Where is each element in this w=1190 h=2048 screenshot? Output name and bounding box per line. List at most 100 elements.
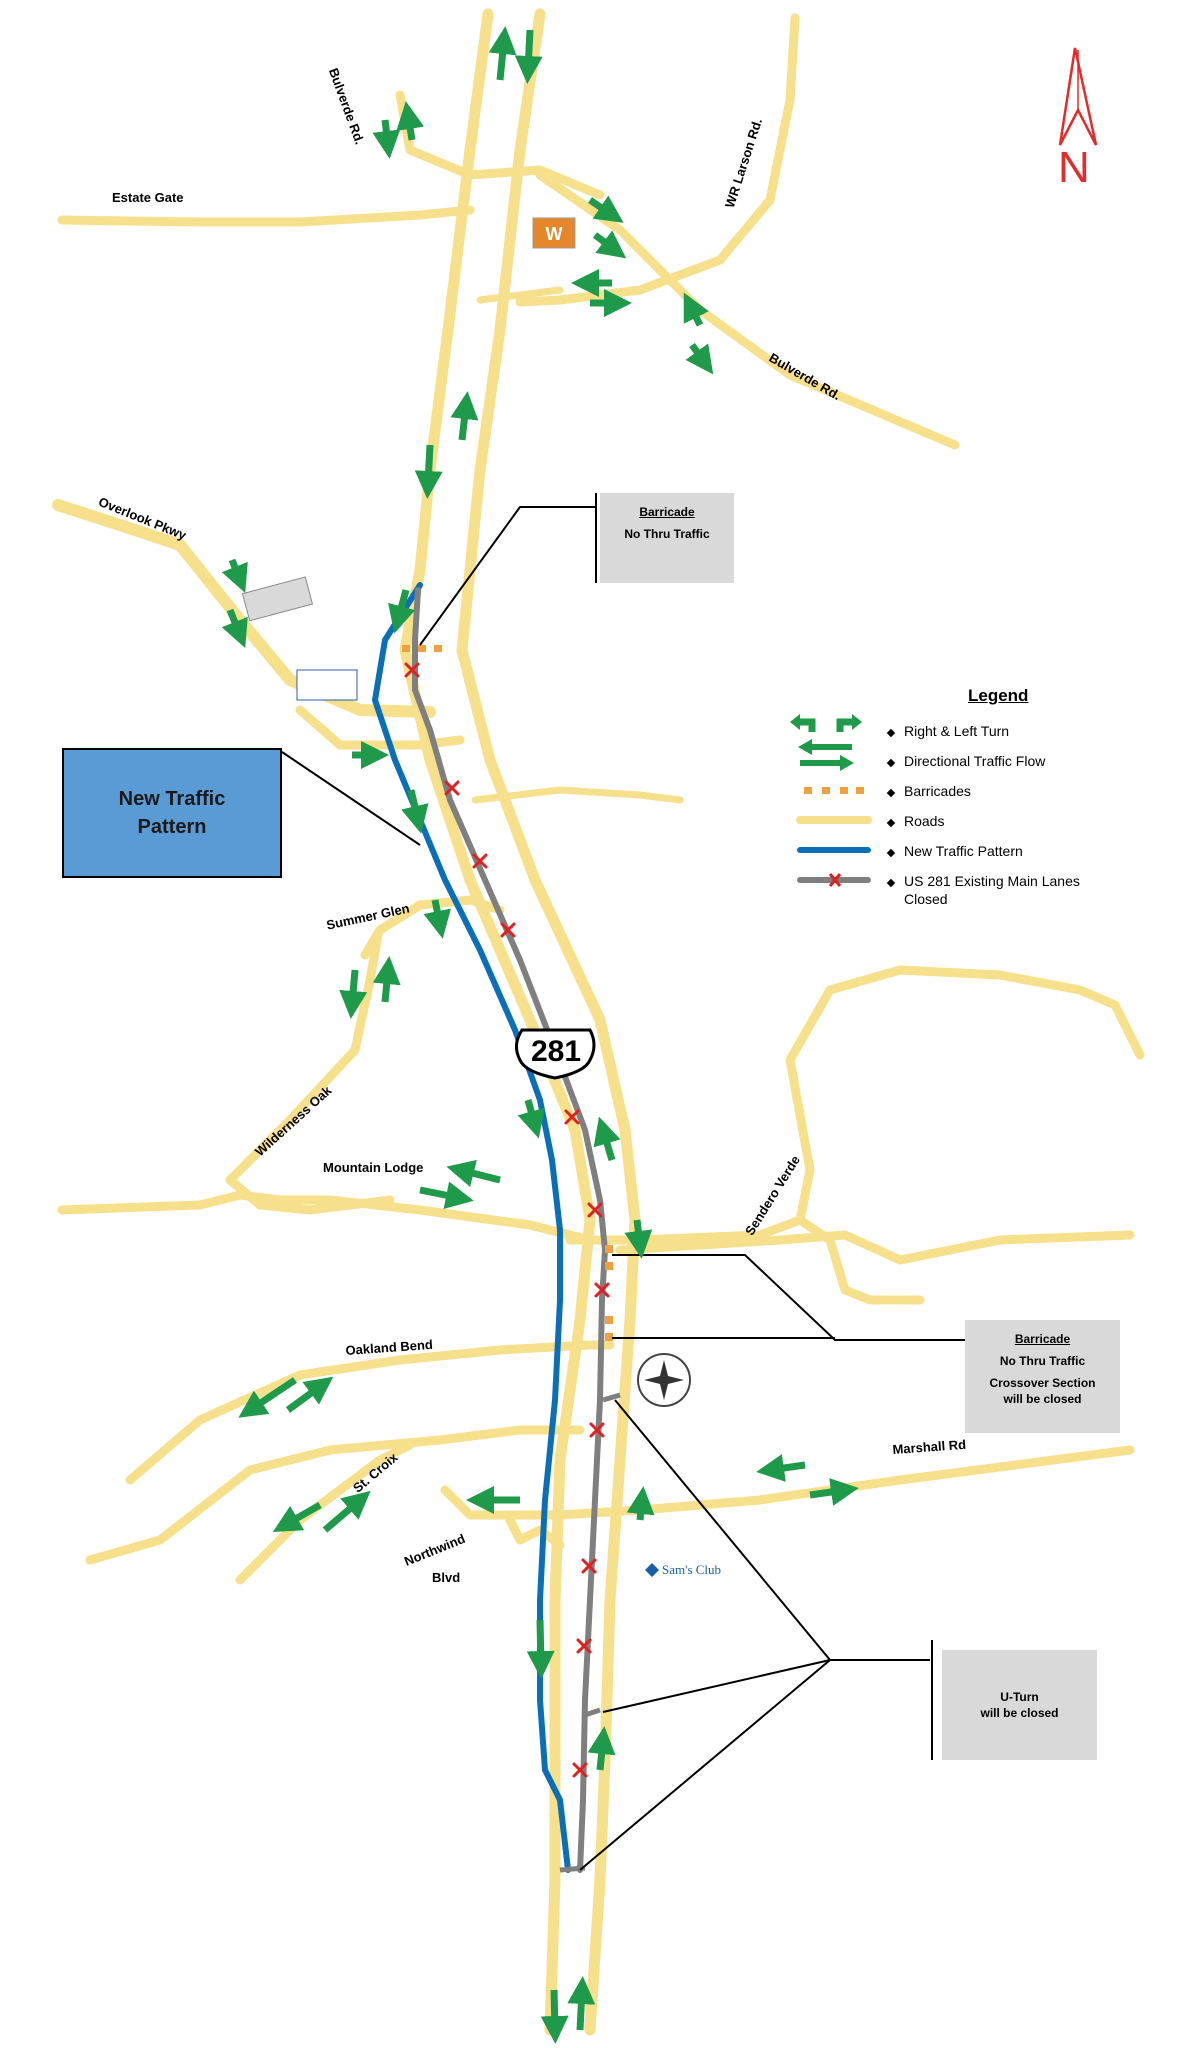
- legend-item-label-line1: US 281 Existing Main Lanes: [904, 873, 1080, 889]
- legend-item-new-pattern: New Traffic Pattern: [790, 842, 1120, 866]
- legend-bullet: [886, 728, 896, 738]
- bulverde-rd-east-road: [535, 170, 960, 450]
- legend-title: Legend: [968, 686, 1029, 705]
- legend-item-label: US 281 Existing Main Lanes Closed: [904, 872, 1080, 908]
- us281-road-west: [399, 8, 596, 2036]
- arrow-left: [272, 1501, 322, 1532]
- road-label-mountain-lodge: Mountain Lodge: [323, 1160, 424, 1175]
- arrow-down: [540, 1989, 569, 2044]
- arrow-down: [401, 789, 429, 834]
- arrow-down: [423, 899, 451, 939]
- barricade-mark: [605, 1333, 613, 1341]
- arrow-left: [756, 1454, 806, 1482]
- north-compass: N: [1018, 45, 1138, 195]
- legend-bullet: [886, 878, 896, 888]
- sendero-verde-road: [565, 965, 1145, 1245]
- us281-shield-icon: [515, 1028, 596, 1080]
- arrow-up: [396, 101, 425, 141]
- arrow-down: [526, 1619, 555, 1679]
- sendero-verde-branch: [615, 1230, 1135, 1265]
- leader-uturn: [614, 1399, 930, 1661]
- leader-barricade-right-1: [612, 1254, 965, 1341]
- callout-leaders: [281, 493, 965, 1871]
- st-croix-road: [85, 1425, 585, 1565]
- arrow-up: [587, 1726, 616, 1771]
- barricade-mark: [418, 645, 426, 652]
- legend-item-label: Barricades: [904, 783, 971, 799]
- callout-barricade-top-line1: No Thru Traffic: [624, 527, 710, 541]
- barricade-mark: [434, 645, 442, 652]
- barricade-mark: [605, 1245, 613, 1253]
- legend-item-closed: US 281 Existing Main Lanes Closed: [790, 872, 1120, 916]
- north-arrow-icon: [1058, 47, 1098, 146]
- new-pattern-line1: New Traffic: [118, 788, 226, 810]
- minor-road-1: [476, 286, 564, 304]
- arrow-down: [685, 342, 714, 375]
- legend-item-label: Directional Traffic Flow: [904, 753, 1046, 769]
- sendero-verde-loop: [795, 1215, 925, 1305]
- barricade-dashes: [804, 787, 864, 794]
- callout-uturn-line1: U-Turn: [1000, 1690, 1039, 1704]
- road-label-northwind-2: Blvd: [432, 1570, 461, 1585]
- legend-symbols: [790, 714, 872, 887]
- arrow-up: [593, 1116, 621, 1162]
- callout-uturn-line2: will be closed: [980, 1706, 1059, 1720]
- closed-x-mark: [594, 1282, 610, 1298]
- wr-larson-road: [515, 13, 800, 307]
- w-logo-icon: [532, 217, 576, 249]
- callout-barricade-right-title: Barricade: [1014, 1332, 1071, 1346]
- north-east-seal-star: [644, 1360, 684, 1400]
- legend-bullet: [886, 848, 896, 858]
- closed-x-mark: [581, 1558, 597, 1574]
- arrow-right: [419, 1181, 474, 1209]
- two-way-arrows-icon: [798, 739, 854, 771]
- side-road-east-1: [471, 786, 684, 804]
- closed-x-mark: [576, 1638, 592, 1654]
- mountain-lodge-road: [57, 1190, 595, 1245]
- leader-new-pattern: [281, 751, 421, 846]
- mountain-lodge-branch: [225, 1175, 395, 1215]
- arrow-down: [221, 608, 248, 648]
- closed-x-mark: [564, 1109, 580, 1125]
- arrow-down: [388, 589, 416, 634]
- arrow-down: [221, 558, 248, 593]
- legend-item-barricades: Barricades: [790, 782, 1120, 806]
- arrow-down: [514, 29, 543, 84]
- road-label-estate-gate: Estate Gate: [112, 190, 184, 205]
- closed-x-mark: [404, 662, 420, 678]
- arrow-left: [238, 1377, 297, 1418]
- callout-barricade-right: Barricade No Thru Traffic Crossover Sect…: [965, 1320, 1120, 1433]
- estate-gate-road: [57, 205, 475, 227]
- sign-icon: [241, 576, 314, 622]
- callout-uturn: U-Turn will be closed: [942, 1650, 1097, 1760]
- barricades: [402, 645, 613, 1341]
- arrow-down: [372, 119, 401, 159]
- overlook-pkwy-road: [52, 499, 436, 718]
- legend-item-label: Roads: [904, 813, 945, 829]
- closed-x-marks: [404, 662, 610, 1778]
- closed-main-lanes-line: [412, 587, 609, 1873]
- us281-shield-number: 281: [530, 1035, 582, 1068]
- arrow-up: [683, 292, 709, 327]
- arrow-right: [588, 195, 624, 223]
- wilderness-oak-road: [225, 930, 383, 1185]
- arrow-down: [339, 969, 368, 1019]
- legend-bullet: [886, 758, 896, 768]
- new-traffic-pattern-box: New Traffic Pattern: [62, 748, 282, 878]
- traffic-arrows: [221, 26, 859, 2044]
- closed-x-mark: [500, 922, 516, 938]
- arrow-right: [285, 1376, 334, 1413]
- legend-item-label: New Traffic Pattern: [904, 843, 1023, 859]
- arrow-right: [809, 1478, 859, 1506]
- arrow-right: [592, 230, 627, 259]
- new-pattern-line2: Pattern: [137, 816, 207, 838]
- barricade-mark: [605, 1316, 613, 1324]
- sams-club-logo-icon: [645, 1563, 659, 1577]
- legend-bullet: [886, 788, 896, 798]
- sams-club-label: Sam's Club: [662, 1562, 722, 1577]
- legend: Legend Right & Left Turn Directional Tra…: [790, 686, 1120, 926]
- callout-barricade-right-line1: No Thru Traffic: [999, 1354, 1086, 1368]
- uturn-stub-2: [584, 1707, 601, 1718]
- leader-uturn-3: [579, 1659, 831, 1871]
